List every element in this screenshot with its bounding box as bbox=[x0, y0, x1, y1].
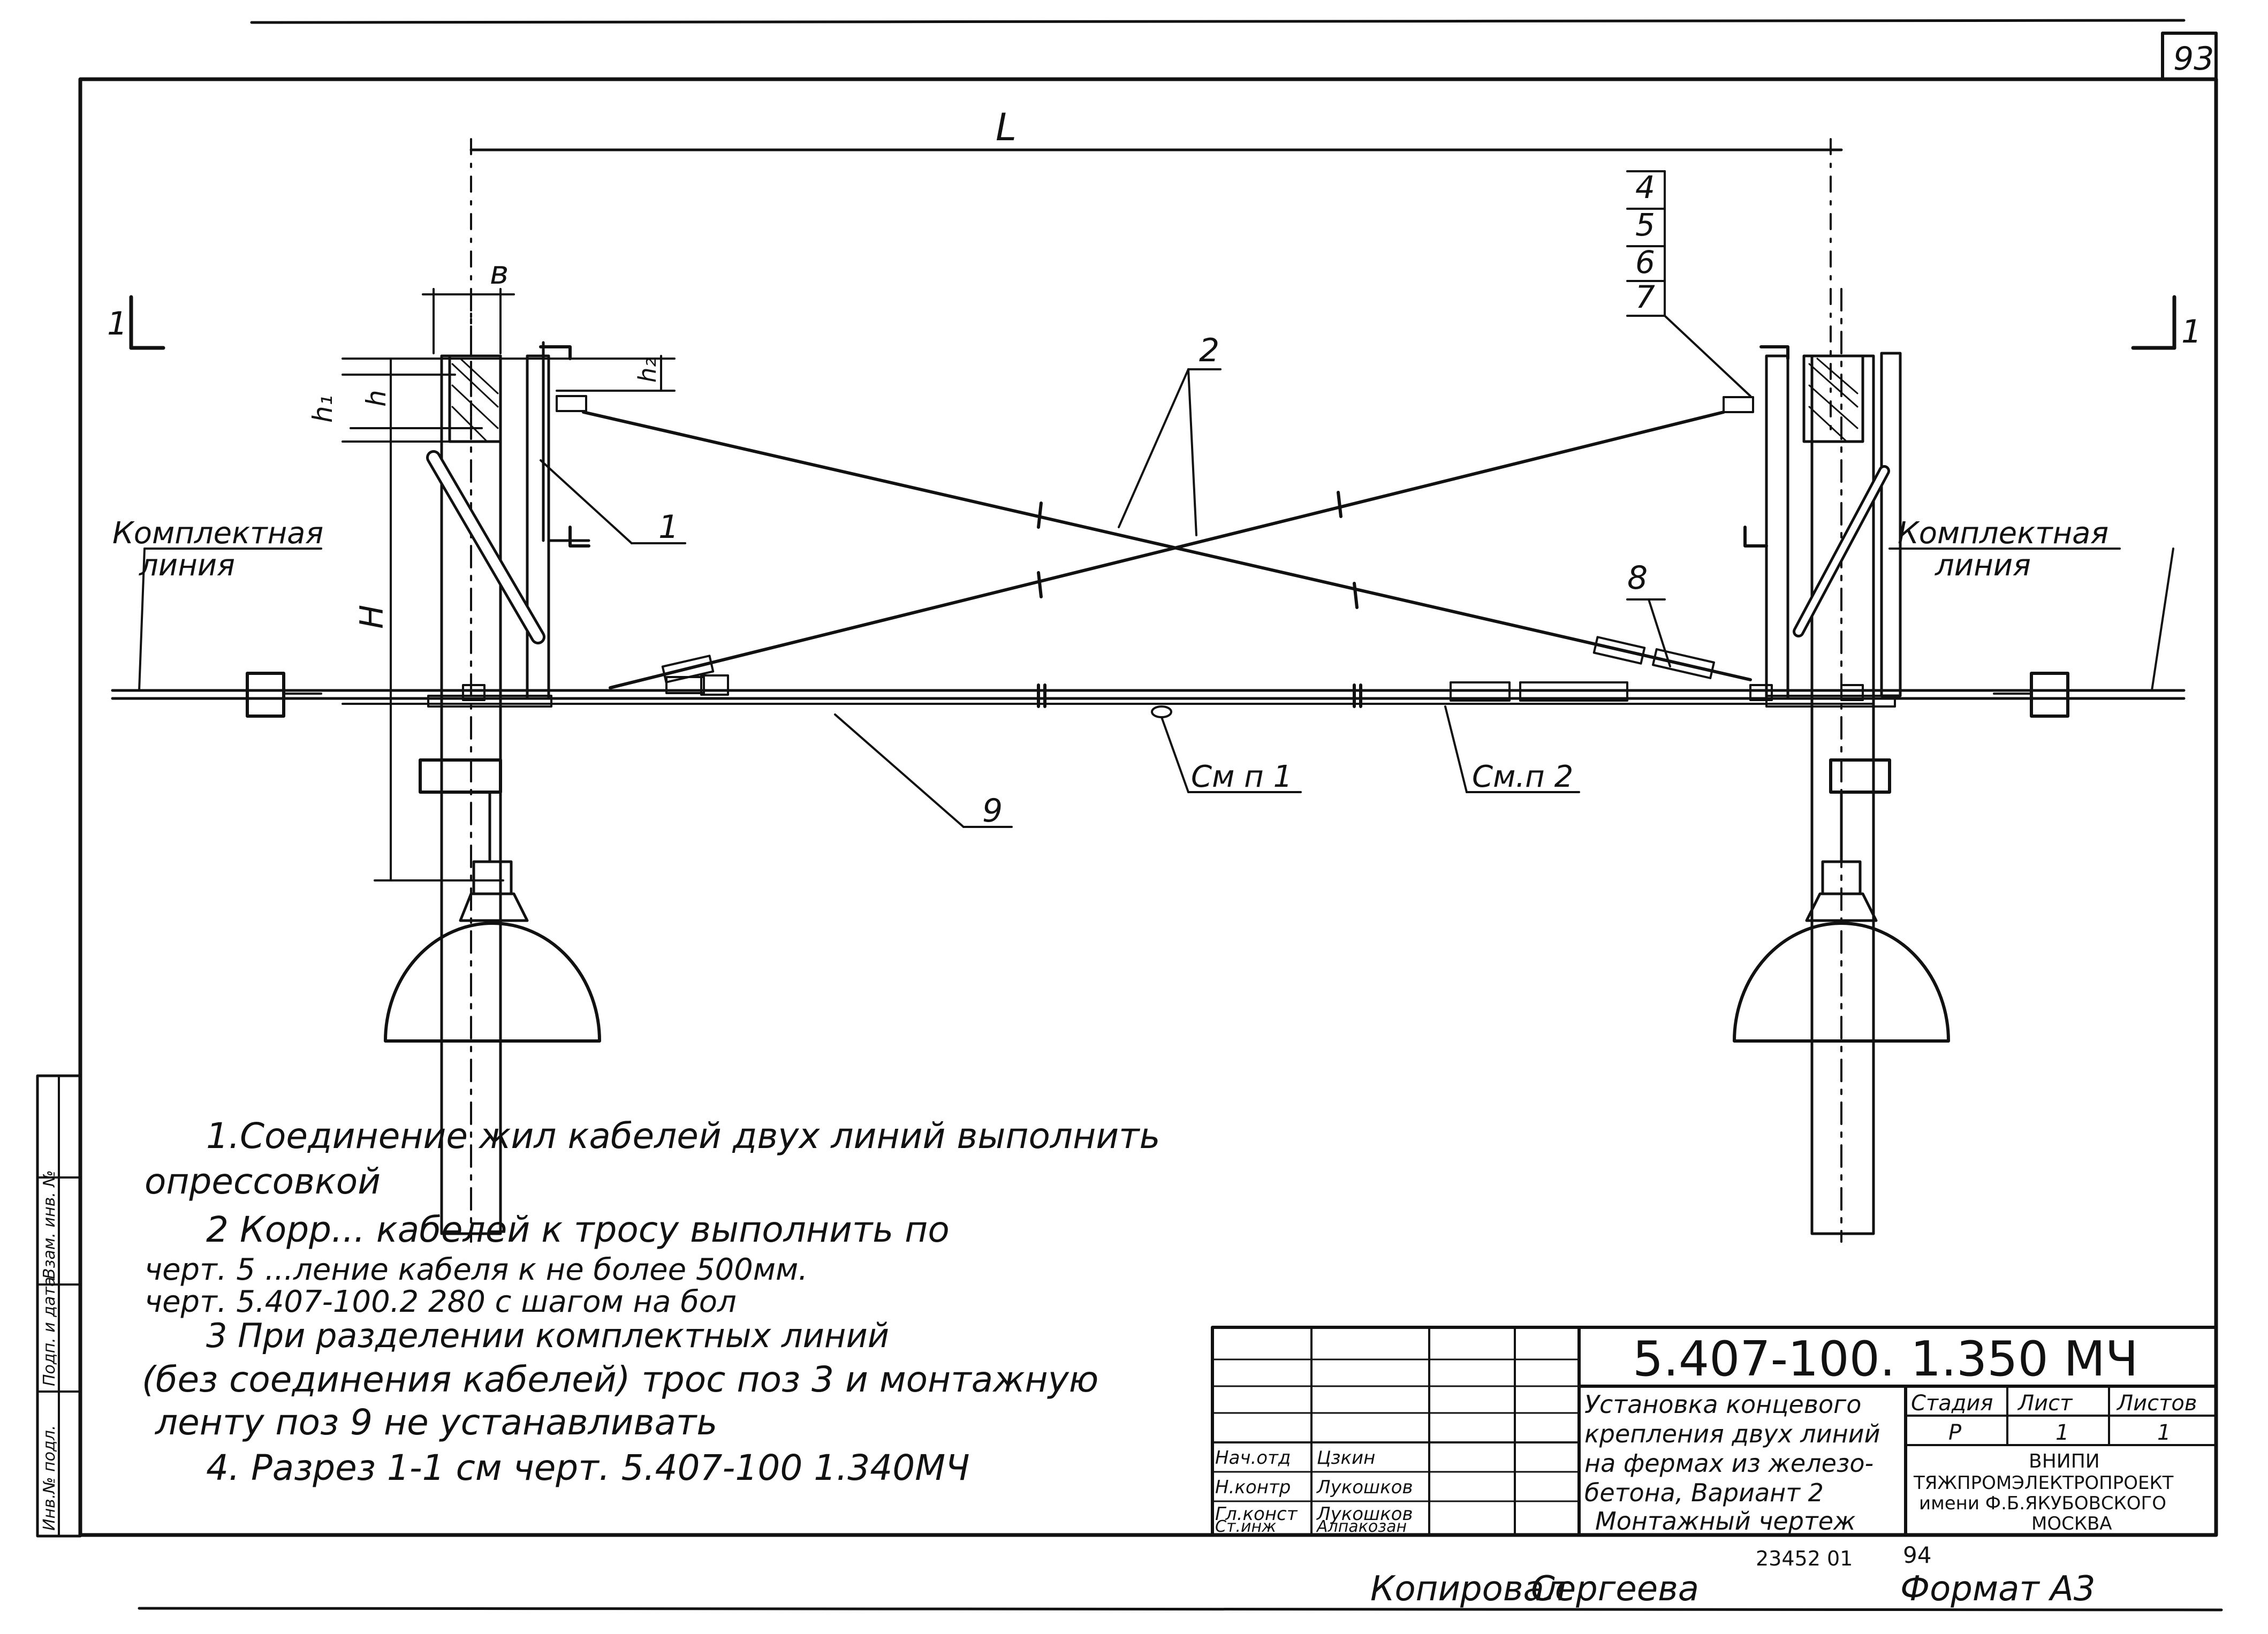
callout-5: 5 bbox=[1635, 207, 1655, 243]
footer-format: Формат А3 bbox=[1900, 1569, 2096, 1609]
tb-value-sheets: 1 bbox=[2157, 1420, 2171, 1445]
callout-9: 9 bbox=[982, 792, 1003, 830]
tb-header-stage: Стадия bbox=[1911, 1391, 1993, 1416]
note-line-9: 4. Разрез 1-1 см черт. 5.407-100 1.340МЧ bbox=[206, 1447, 970, 1488]
callout-1: 1 bbox=[658, 508, 679, 546]
note-line-3: 2 Корр... кабелей к тросу выполнить по bbox=[206, 1209, 950, 1250]
dim-h2: h₂ bbox=[633, 358, 662, 383]
right-truss-support bbox=[1743, 288, 1902, 1243]
dim-height-h: H bbox=[353, 605, 391, 629]
footer-copied: Копировал bbox=[1370, 1569, 1566, 1609]
dim-width-b: в bbox=[490, 254, 509, 292]
crossed-cables bbox=[556, 395, 1754, 689]
name-2: Лукошков bbox=[1316, 1503, 1413, 1525]
side-stamp-sign: Подп. и дата bbox=[40, 1277, 59, 1386]
callout-8: 8 bbox=[1627, 559, 1648, 597]
see-note-1: См п 1 bbox=[1191, 759, 1292, 794]
role-2: Гл.конст bbox=[1215, 1503, 1298, 1525]
complete-line-right-1: Комплектная bbox=[1898, 516, 2108, 551]
doc-title-5: Монтажный чертеж bbox=[1595, 1507, 1856, 1536]
footer-order: 23452 01 bbox=[1756, 1547, 1853, 1570]
note-line-5: черт. 5.407-100.2 280 с шагом на бол bbox=[145, 1285, 737, 1319]
callout-7: 7 bbox=[1635, 279, 1655, 315]
title-block bbox=[1211, 1326, 2218, 1537]
see-note-2: См.п 2 bbox=[1472, 759, 1573, 794]
dim-h1: h₁ bbox=[307, 395, 338, 423]
right-lamp bbox=[1733, 791, 1950, 1043]
side-stamp-inv: Инв.№ подл. bbox=[40, 1425, 59, 1531]
leader-lines bbox=[138, 170, 2174, 828]
section-mark-left: 1 bbox=[107, 305, 127, 343]
dim-span-l: L bbox=[996, 105, 1017, 149]
org-line-1: ВНИПИ bbox=[2029, 1450, 2100, 1472]
name-3: Алпакозан bbox=[1316, 1517, 1407, 1536]
name-1: Лукошков bbox=[1316, 1477, 1413, 1498]
tb-header-sheets: Листов bbox=[2116, 1391, 2197, 1416]
footer-page: 94 bbox=[1903, 1542, 1931, 1568]
tb-header-sheet: Лист bbox=[2017, 1391, 2073, 1416]
section-mark-right: 1 bbox=[2181, 313, 2202, 351]
doc-title-1: Установка концевого bbox=[1584, 1390, 1861, 1419]
role-1: Н.контр bbox=[1215, 1477, 1291, 1498]
org-line-2: ТЯЖПРОМЭЛЕКТРОПРОЕКТ bbox=[1913, 1472, 2174, 1494]
note-line-6: 3 При разделении комплектных линий bbox=[206, 1316, 890, 1355]
sheet-frame bbox=[78, 77, 2218, 1537]
left-truss-support bbox=[419, 288, 590, 1243]
tb-value-sheet: 1 bbox=[2055, 1420, 2069, 1445]
role-0: Нач.отд bbox=[1215, 1447, 1291, 1469]
callout-6: 6 bbox=[1635, 244, 1655, 280]
note-line-2: опрессовкой bbox=[145, 1161, 381, 1202]
note-line-1: 1.Соединение жил кабелей двух линий выпо… bbox=[206, 1115, 1160, 1157]
dim-h: h bbox=[361, 390, 392, 407]
complete-line-left-2: линия bbox=[139, 548, 235, 583]
callout-4: 4 bbox=[1635, 169, 1655, 206]
messenger-cable bbox=[342, 674, 1875, 718]
complete-line-cable bbox=[111, 672, 2186, 718]
org-line-4: МОСКВА bbox=[2031, 1513, 2112, 1534]
tb-value-stage: Р bbox=[1948, 1420, 1962, 1445]
note-line-8: ленту поз 9 не устанавливать bbox=[155, 1402, 718, 1443]
sheet-number: 93 bbox=[2173, 40, 2214, 78]
org-line-3: имени Ф.Б.ЯКУБОВСКОГО bbox=[1919, 1493, 2166, 1514]
name-0: Цзкин bbox=[1317, 1447, 1375, 1469]
doc-title-4: бетона, Вариант 2 bbox=[1584, 1478, 1824, 1507]
note-line-4: черт. 5 ...ление кабеля к не более 500мм… bbox=[145, 1252, 808, 1287]
complete-line-left-1: Комплектная bbox=[112, 516, 323, 551]
left-lamp bbox=[384, 791, 601, 1043]
side-stamp-replace: Взам. инв. № bbox=[40, 1170, 59, 1279]
doc-title-2: крепления двух линий bbox=[1584, 1419, 1880, 1448]
complete-line-right-2: линия bbox=[1935, 548, 2031, 583]
doc-code: 5.407-100. 1.350 МЧ bbox=[1633, 1331, 2138, 1387]
note-line-7: (без соединения кабелей) трос поз 3 и мо… bbox=[142, 1359, 1099, 1400]
doc-title-3: на фермах из железо- bbox=[1584, 1449, 1873, 1478]
callout-2: 2 bbox=[1199, 332, 1219, 369]
role-3: Ст.инж bbox=[1215, 1517, 1276, 1536]
footer-copier: Сергеева bbox=[1531, 1569, 1699, 1609]
